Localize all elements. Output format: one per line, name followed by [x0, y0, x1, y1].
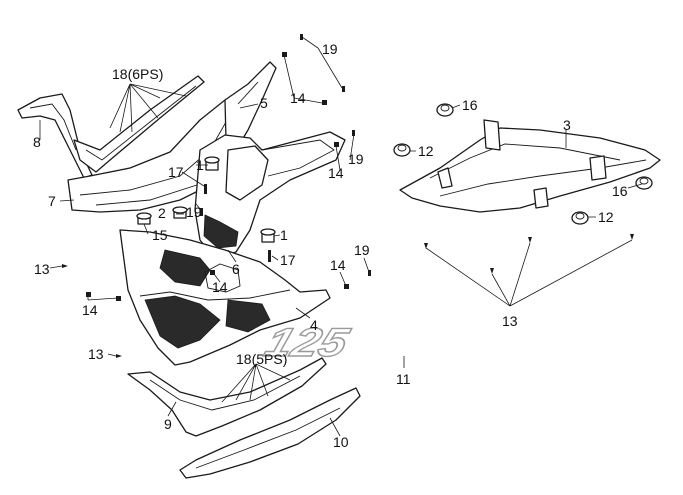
- callout-12: 12: [598, 209, 614, 225]
- part-10-side-skirt: [179, 387, 361, 479]
- part-16-grommet-b: [635, 176, 653, 190]
- part-17-screws: [204, 184, 271, 262]
- callout-1: 1: [280, 227, 288, 243]
- part-16-grommet-a: [436, 103, 454, 117]
- callout-18-6ps: 18(6PS): [112, 66, 163, 82]
- callout-3: 3: [563, 117, 571, 133]
- part-2-clip: [172, 206, 188, 219]
- callout-labels: 18(6PS) 19 14 5 8 19 14 17 1 7 2 19 15 1…: [33, 41, 628, 450]
- callout-13: 13: [502, 313, 518, 329]
- callout-16: 16: [462, 97, 478, 113]
- part-3-under-cover: [399, 119, 661, 213]
- callout-19: 19: [186, 204, 202, 220]
- callout-6: 6: [232, 261, 240, 277]
- callout-12: 12: [418, 143, 434, 159]
- leader-lines: [39, 36, 643, 437]
- callout-13: 13: [88, 346, 104, 362]
- badge-125: 125: [259, 320, 355, 365]
- callout-19: 19: [322, 41, 338, 57]
- callout-14: 14: [328, 165, 344, 181]
- part-12-nut-a: [393, 143, 411, 157]
- callout-9: 9: [164, 416, 172, 432]
- callout-4: 4: [310, 317, 318, 333]
- part-12-nut-b: [571, 211, 589, 225]
- part-13-screws: [62, 234, 634, 358]
- callout-18-5ps: 18(5PS): [236, 351, 287, 367]
- callout-13: 13: [34, 261, 50, 277]
- part-6-center-panel: [194, 131, 346, 259]
- part-4-floor-panel: [119, 229, 331, 366]
- part-19-screws: [200, 34, 371, 276]
- part-15-clip: [136, 212, 152, 225]
- callout-1: 1: [196, 157, 204, 173]
- callout-8: 8: [33, 134, 41, 150]
- part-14-clips: [86, 52, 349, 301]
- part-8-side-cover: [17, 93, 93, 179]
- callout-14: 14: [330, 257, 346, 273]
- part-1-clip-a: [204, 156, 220, 171]
- callout-10: 10: [333, 434, 349, 450]
- callout-2: 2: [158, 205, 166, 221]
- callout-19: 19: [348, 151, 364, 167]
- callout-14: 14: [290, 90, 306, 106]
- callout-14: 14: [82, 302, 98, 318]
- callout-19: 19: [354, 242, 370, 258]
- callout-7: 7: [48, 193, 56, 209]
- callout-14: 14: [212, 279, 228, 295]
- callout-17: 17: [280, 252, 296, 268]
- callout-16: 16: [612, 183, 628, 199]
- part-1-clip-b: [260, 228, 276, 243]
- part-18-upper-trim: [73, 75, 205, 173]
- callout-17: 17: [168, 164, 184, 180]
- callout-5: 5: [260, 95, 268, 111]
- part-11-badge: 125: [259, 319, 356, 365]
- callout-11: 11: [396, 371, 411, 387]
- callout-15: 15: [152, 227, 168, 243]
